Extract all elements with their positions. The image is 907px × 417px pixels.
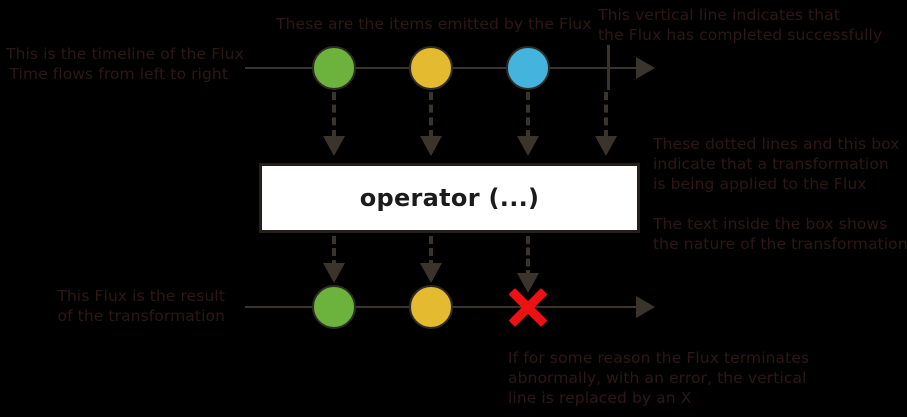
dashed-arrowhead-green-in bbox=[323, 136, 345, 156]
dashed-connector-green-out bbox=[332, 236, 336, 268]
dashed-connector-completion-in bbox=[604, 92, 608, 138]
annotation-box-text-meaning: The text inside the box shows the nature… bbox=[653, 215, 907, 253]
marble-yellow-result[interactable] bbox=[409, 285, 453, 329]
dashed-arrowhead-completion-in bbox=[595, 136, 617, 156]
completion-line-marker bbox=[607, 45, 610, 90]
dashed-arrowhead-green-out bbox=[323, 263, 345, 283]
annotation-completion-line: This vertical line indicates that the Fl… bbox=[598, 6, 883, 44]
annotation-transformation: These dotted lines and this box indicate… bbox=[653, 135, 900, 193]
marble-blue-source[interactable] bbox=[506, 46, 550, 90]
marble-green-source[interactable] bbox=[312, 46, 356, 90]
dashed-connector-blue-in bbox=[526, 92, 530, 138]
dashed-arrowhead-yellow-out bbox=[420, 263, 442, 283]
annotation-result-timeline: This Flux is the result of the transform… bbox=[57, 287, 225, 325]
dashed-arrowhead-error-out bbox=[517, 273, 539, 293]
dashed-connector-yellow-out bbox=[429, 236, 433, 268]
operator-label: operator (...) bbox=[359, 184, 540, 212]
dashed-arrowhead-yellow-in bbox=[420, 136, 442, 156]
annotation-error-note: If for some reason the Flux terminates a… bbox=[508, 349, 810, 407]
source-timeline-arrow-icon bbox=[636, 57, 655, 79]
annotation-source-timeline: This is the timeline of the Flux Time fl… bbox=[6, 45, 244, 83]
error-x-icon bbox=[504, 283, 552, 331]
dashed-connector-yellow-in bbox=[429, 92, 433, 138]
dashed-connector-green-in bbox=[332, 92, 336, 138]
dashed-connector-error-out bbox=[526, 236, 530, 278]
marble-green-result[interactable] bbox=[312, 285, 356, 329]
operator-box[interactable]: operator (...) bbox=[259, 163, 640, 233]
result-timeline-arrow-icon bbox=[636, 296, 655, 318]
dashed-arrowhead-blue-in bbox=[517, 136, 539, 156]
marble-yellow-source[interactable] bbox=[409, 46, 453, 90]
annotation-items-emitted: These are the items emitted by the Flux bbox=[276, 15, 592, 33]
